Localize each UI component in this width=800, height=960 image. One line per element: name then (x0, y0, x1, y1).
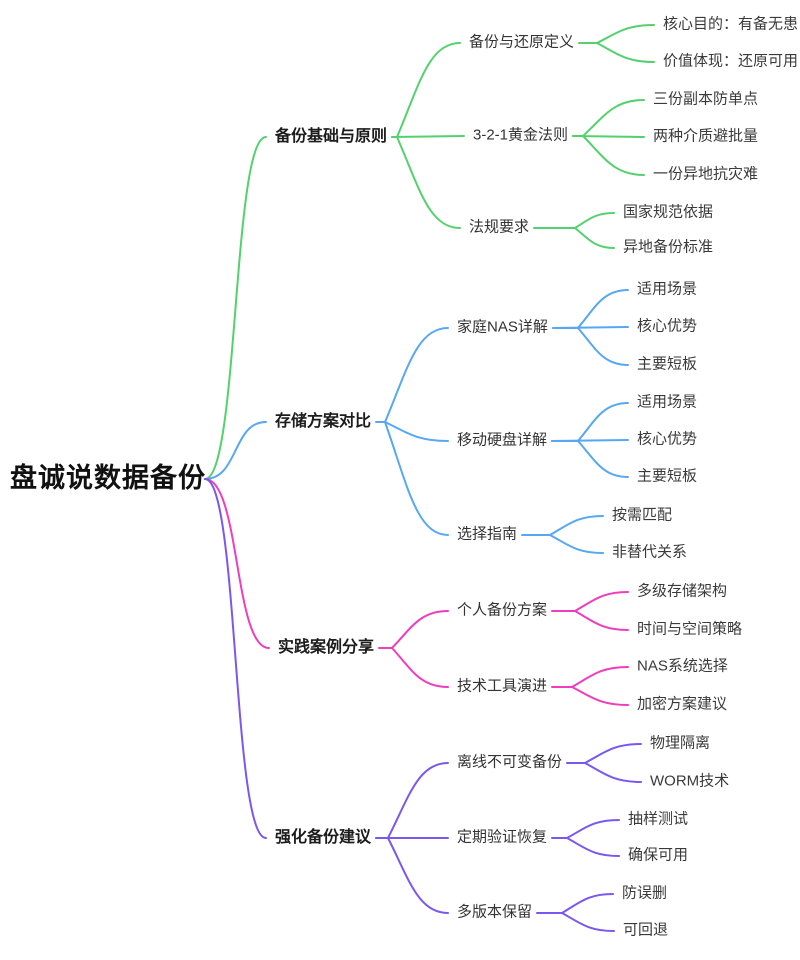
branch-connector (551, 439, 629, 442)
branch-connector (571, 686, 629, 706)
topic-node-0[interactable]: 核心目的：有备无患 (663, 15, 799, 33)
branch-connector (582, 135, 645, 176)
topic-node-1[interactable]: 时间与空间策略 (637, 620, 743, 638)
branch-connector (582, 99, 645, 137)
branch-connector (204, 421, 267, 480)
branch-connector (574, 591, 629, 612)
topic-node-0[interactable]: 多级存储架构 (637, 582, 728, 600)
topic-node-1[interactable]: 加密方案建议 (637, 695, 728, 713)
topic-node-1[interactable]: 确保可用 (628, 846, 689, 864)
topic-node-0[interactable]: 个人备份方案 (457, 601, 548, 619)
branch-connector (387, 762, 449, 839)
branch-connector (574, 610, 629, 631)
branch-connector (572, 135, 645, 138)
branch-connector (384, 327, 449, 423)
topic-node-0[interactable]: 离线不可变备份 (457, 753, 563, 771)
branch-connector (549, 515, 604, 536)
branch-connector (396, 136, 461, 229)
topic-node-0[interactable]: 适用场景 (637, 393, 698, 411)
branch-connector (391, 647, 449, 688)
topic-node-0[interactable]: 国家规范依据 (623, 203, 714, 221)
topic-node-1[interactable]: 核心优势 (637, 430, 698, 448)
branch-connector (384, 421, 449, 536)
topic-node-1[interactable]: 技术工具演进 (457, 677, 548, 695)
branch-connector (204, 136, 267, 480)
topic-node-2[interactable]: 主要短板 (637, 355, 698, 373)
topic-node-1[interactable]: 核心优势 (637, 317, 698, 335)
branch-connector (561, 893, 614, 914)
topic-node-2[interactable]: 多版本保留 (457, 903, 533, 921)
branch-connector (566, 819, 620, 839)
branch-connector (596, 42, 655, 63)
topic-node-0[interactable]: 防误删 (622, 884, 668, 902)
topic-node-1[interactable]: 两种介质避批量 (653, 127, 759, 145)
topic-node-0[interactable]: 备份与还原定义 (469, 33, 575, 51)
branch-node-2[interactable]: 实践案例分享 (278, 639, 375, 656)
topic-node-1[interactable]: WORM技术 (650, 772, 730, 790)
topic-node-0[interactable]: 三份副本防单点 (653, 90, 759, 108)
branch-node-0[interactable]: 备份基础与原则 (275, 128, 388, 145)
topic-node-2[interactable]: 法规要求 (469, 218, 530, 236)
branch-connector (204, 478, 270, 649)
topic-node-0[interactable]: NAS系统选择 (637, 657, 728, 675)
branch-connector (577, 402, 629, 442)
topic-node-1[interactable]: 可回退 (623, 921, 669, 939)
branch-connector (566, 837, 620, 857)
branch-connector (571, 666, 629, 688)
topic-node-0[interactable]: 家庭NAS详解 (457, 318, 548, 336)
branch-connector (387, 837, 449, 914)
branch-connector (561, 912, 615, 932)
topic-node-2[interactable]: 一份异地抗灾难 (653, 165, 759, 183)
branch-node-3[interactable]: 强化备份建议 (275, 829, 372, 846)
branch-connector (584, 743, 642, 764)
branch-connector (577, 440, 629, 478)
topic-node-2[interactable]: 主要短板 (637, 467, 698, 485)
topic-node-0[interactable]: 按需匹配 (612, 506, 673, 524)
topic-node-0[interactable]: 适用场景 (637, 280, 698, 298)
branch-connector (574, 212, 615, 229)
branch-connector (577, 289, 629, 329)
branch-node-1[interactable]: 存储方案对比 (275, 413, 372, 430)
branch-connector (577, 327, 629, 366)
topic-node-1[interactable]: 移动硬盘详解 (457, 431, 548, 449)
branch-connector (549, 534, 604, 554)
branch-connector (552, 326, 629, 329)
branch-connector (391, 135, 465, 138)
branch-connector (384, 421, 449, 442)
topic-node-1[interactable]: 非替代关系 (612, 543, 688, 561)
branch-connector (204, 478, 267, 839)
topic-node-0[interactable]: 物理隔离 (650, 734, 711, 752)
topic-node-1[interactable]: 3-2-1黄金法则 (473, 126, 569, 144)
topic-node-1[interactable]: 异地备份标准 (623, 238, 714, 256)
branch-connector (596, 24, 655, 44)
branch-connector (391, 610, 449, 649)
topic-node-0[interactable]: 抽样测试 (628, 810, 689, 828)
topic-node-2[interactable]: 选择指南 (457, 525, 518, 543)
branch-connector (396, 42, 461, 138)
topic-node-1[interactable]: 价值体现：还原可用 (663, 52, 799, 70)
branch-connector (574, 227, 615, 249)
branch-connector (584, 762, 642, 783)
root-node[interactable]: 盘诚说数据备份 (10, 463, 206, 494)
topic-node-1[interactable]: 定期验证恢复 (457, 828, 548, 846)
